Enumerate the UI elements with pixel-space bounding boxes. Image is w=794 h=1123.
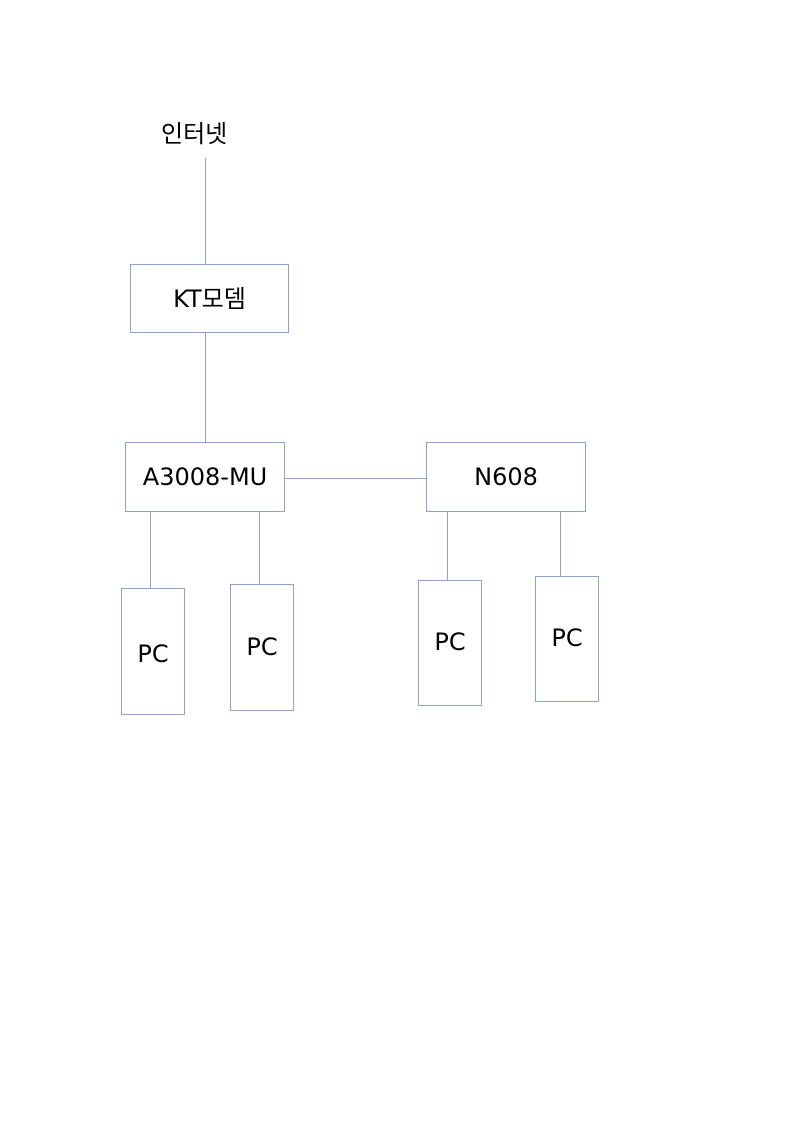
pc-node: PC [535, 576, 599, 702]
pc-node: PC [121, 588, 185, 715]
switch-node: N608 [426, 442, 586, 512]
switch-label: N608 [474, 463, 538, 491]
pc-label: PC [246, 632, 278, 661]
pc-node: PC [418, 580, 482, 706]
router-node: A3008-MU [125, 442, 285, 512]
internet-label: 인터넷 [161, 120, 228, 148]
modem-node: KT모뎀 [130, 264, 289, 333]
pc-label: PC [434, 628, 466, 656]
router-label: A3008-MU [142, 463, 268, 491]
pc-label: PC [137, 639, 169, 668]
pc-label: PC [551, 624, 583, 652]
pc-node: PC [230, 584, 294, 711]
modem-label: KT모뎀 [173, 284, 246, 313]
